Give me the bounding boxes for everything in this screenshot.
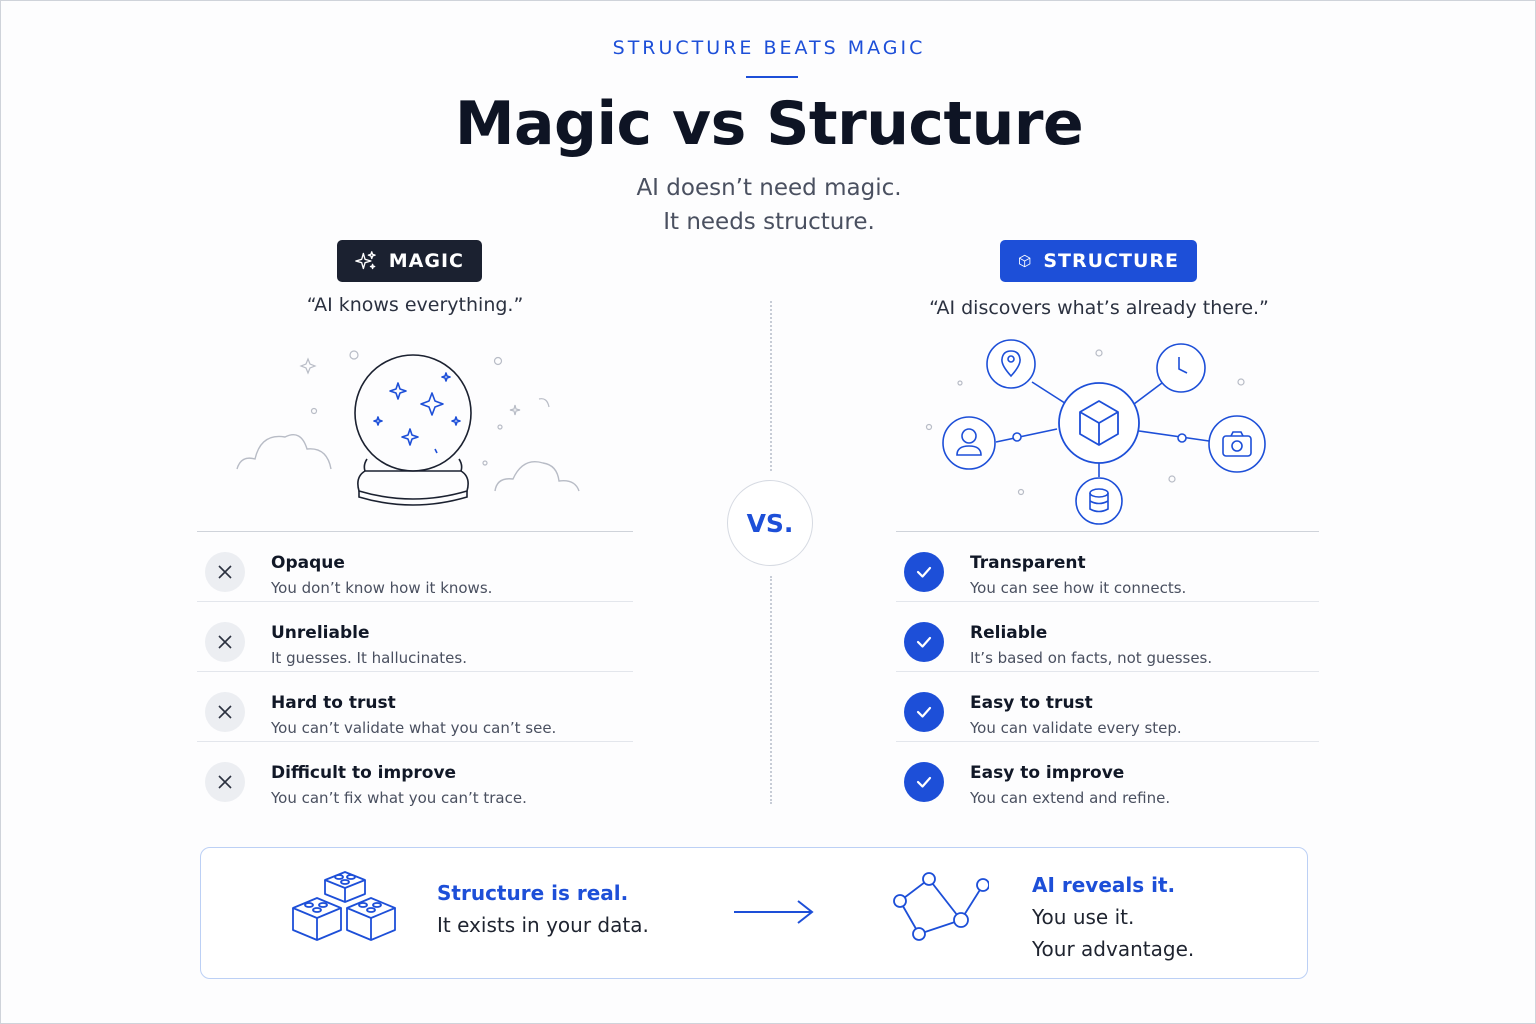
crystal-ball-illustration [236, 350, 580, 506]
ai-reveals-heading: AI reveals it. [1032, 873, 1176, 897]
sparkles-icon [355, 251, 376, 270]
list-item: Reliable It’s based on facts, not guesse… [896, 602, 1319, 672]
camera-node [1208, 415, 1266, 473]
item-title: Reliable [970, 623, 1048, 643]
check-icon [904, 762, 944, 802]
magic-list: Opaque You don’t know how it knows. Unre… [197, 531, 633, 812]
x-icon [205, 762, 245, 802]
x-icon [205, 622, 245, 662]
center-divider-bottom [770, 576, 772, 804]
database-node [1075, 477, 1123, 525]
clock-node [1156, 343, 1206, 393]
item-title: Easy to improve [970, 763, 1125, 783]
ai-reveals-line-1: You use it. [1032, 905, 1135, 929]
structure-quote: “AI discovers what’s already there.” [929, 297, 1269, 319]
magic-quote: “AI knows everything.” [306, 294, 524, 316]
check-icon [904, 692, 944, 732]
summary-box: Structure is real. It exists in your dat… [200, 847, 1308, 979]
magic-badge: MAGIC [337, 240, 482, 282]
item-title: Transparent [970, 553, 1086, 573]
list-item: Hard to trust You can’t validate what yo… [197, 672, 633, 742]
x-icon [205, 552, 245, 592]
graph-decoration-dots [925, 349, 1245, 496]
vs-badge: VS. [727, 480, 813, 566]
crystal-ball [354, 354, 472, 506]
building-blocks-icon [292, 871, 396, 941]
arrow-right-icon [734, 900, 814, 924]
eyebrow-underline [746, 76, 798, 78]
item-description: You can see how it connects. [970, 579, 1187, 597]
page-title: Magic vs Structure [454, 89, 1084, 159]
central-cube-node [1058, 382, 1140, 464]
knowledge-graph-illustration [925, 339, 1266, 525]
graph-edge-dots [1012, 432, 1187, 443]
ball-sparkles [373, 372, 461, 454]
x-icon [205, 692, 245, 732]
magic-list-divider [197, 531, 633, 532]
structure-list: Transparent You can see how it connects.… [896, 531, 1319, 812]
sparkle-dots-decoration [299, 350, 550, 466]
subtitle-line-2: It needs structure. [663, 209, 875, 235]
list-item: Difficult to improve You can’t fix what … [197, 742, 633, 812]
magic-badge-label: MAGIC [388, 250, 464, 272]
list-item: Easy to trust You can validate every ste… [896, 672, 1319, 742]
item-description: You can extend and refine. [970, 789, 1171, 807]
structure-badge-label: STRUCTURE [1043, 250, 1179, 272]
item-title: Unreliable [271, 623, 370, 643]
item-description: You can’t validate what you can’t see. [271, 719, 557, 737]
clouds-decoration [236, 434, 580, 492]
cube-icon [1019, 254, 1031, 268]
item-description: It’s based on facts, not guesses. [970, 649, 1213, 667]
item-description: You can’t fix what you can’t trace. [271, 789, 527, 807]
item-title: Hard to trust [271, 693, 396, 713]
item-title: Difficult to improve [271, 763, 457, 783]
check-icon [904, 622, 944, 662]
list-item: Unreliable It guesses. It hallucinates. [197, 602, 633, 672]
structure-real-text: It exists in your data. [437, 913, 649, 937]
item-description: You can validate every step. [970, 719, 1182, 737]
list-item: Transparent You can see how it connects. [896, 532, 1319, 602]
structure-real-heading: Structure is real. [437, 881, 629, 905]
eyebrow-label: STRUCTURE BEATS MAGIC [612, 37, 926, 59]
item-description: It guesses. It hallucinates. [271, 649, 467, 667]
list-item: Easy to improve You can extend and refin… [896, 742, 1319, 812]
structure-list-divider [896, 531, 1319, 532]
subtitle-line-1: AI doesn’t need magic. [636, 175, 902, 201]
ai-reveals-line-2: Your advantage. [1032, 937, 1195, 961]
check-icon [904, 552, 944, 592]
structure-badge: STRUCTURE [1000, 240, 1197, 282]
item-description: You don’t know how it knows. [271, 579, 493, 597]
list-item: Opaque You don’t know how it knows. [197, 532, 633, 602]
connected-nodes-icon [893, 872, 989, 941]
item-title: Opaque [271, 553, 345, 573]
item-title: Easy to trust [970, 693, 1093, 713]
map-pin-node [986, 339, 1036, 389]
center-divider-top [770, 301, 772, 471]
user-node [942, 416, 996, 470]
